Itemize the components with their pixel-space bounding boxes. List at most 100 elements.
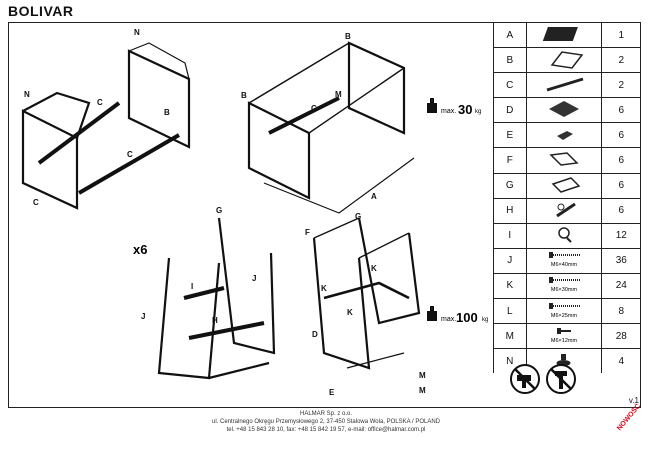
part-quantity: 28 xyxy=(601,323,641,350)
chair-label: I xyxy=(191,282,193,291)
part-quantity: 1 xyxy=(601,23,641,49)
bolt-icon: M6×30mm xyxy=(548,277,581,293)
part-quantity: 2 xyxy=(601,47,641,74)
part-image xyxy=(526,72,602,99)
max-load-chair: max. 100 kg xyxy=(441,310,488,325)
part-image: M6×25mm xyxy=(526,298,602,325)
part-quantity: 6 xyxy=(601,97,641,124)
part-image xyxy=(526,173,602,199)
part-label: F xyxy=(494,147,527,174)
table-label: C xyxy=(311,104,317,113)
part-image xyxy=(526,223,602,249)
part-quantity: 6 xyxy=(601,173,641,199)
chair-exploded-view xyxy=(157,217,276,380)
part-row: K M6×30mm 24 xyxy=(494,273,641,300)
part-label: C xyxy=(494,72,527,99)
table-label: B xyxy=(164,108,170,117)
part-spec: M6×12mm xyxy=(550,338,577,344)
side-frame-icon xyxy=(550,50,583,69)
part-label: M xyxy=(494,323,527,350)
chair-assembled-view xyxy=(312,217,421,370)
part-label: I xyxy=(494,223,527,249)
part-spec: M6×25mm xyxy=(550,313,577,319)
weight-icon xyxy=(427,98,437,113)
part-spec: M6×30mm xyxy=(550,287,577,293)
part-row: I 12 xyxy=(494,223,641,249)
chair-label: G xyxy=(355,212,361,221)
svg-text:max.: max. xyxy=(441,316,456,323)
chair-label: M xyxy=(419,371,426,380)
part-label: A xyxy=(494,23,527,49)
part-label: J xyxy=(494,248,527,274)
table-label: M xyxy=(335,90,342,99)
multiplier-label: x6 xyxy=(133,242,147,257)
chair-label: H xyxy=(212,316,218,325)
part-label: B xyxy=(494,47,527,74)
assembly-drawing: N N C B C C B B C M A G G F K K J J I H … xyxy=(21,28,488,397)
part-quantity: 8 xyxy=(601,298,641,325)
part-label: L xyxy=(494,298,527,325)
table-label: C xyxy=(33,198,39,207)
chair-label: K xyxy=(347,308,353,317)
chair-label: M xyxy=(419,386,426,395)
svg-text:100: 100 xyxy=(456,310,478,325)
chair-label: D xyxy=(312,330,318,339)
chair-label: F xyxy=(305,228,310,237)
table-exploded-view xyxy=(21,42,191,210)
part-label: G xyxy=(494,173,527,199)
part-row: L M6×25mm 8 xyxy=(494,298,641,325)
part-quantity: 6 xyxy=(601,198,641,224)
svg-text:max.: max. xyxy=(441,108,456,115)
warning-icons xyxy=(510,364,576,394)
table-label: N xyxy=(134,28,140,37)
chair-label: K xyxy=(371,264,377,273)
screw-icon: M6×12mm xyxy=(550,327,577,344)
max-load-table: max. 30 kg xyxy=(441,102,481,117)
rail-bar-icon xyxy=(546,77,583,92)
part-image xyxy=(526,147,602,174)
part-quantity: 6 xyxy=(601,122,641,149)
table-label: B xyxy=(241,91,247,100)
part-label: K xyxy=(494,273,527,300)
part-image xyxy=(526,23,602,49)
part-quantity: 24 xyxy=(601,273,641,300)
part-label: E xyxy=(494,122,527,149)
part-image xyxy=(526,47,602,74)
spacer-icon xyxy=(557,227,572,244)
table-label: A xyxy=(371,192,377,201)
back-frame-icon xyxy=(551,177,580,193)
company-contact: tel. +48 15 843 28 10, fax: +48 15 842 1… xyxy=(226,427,426,433)
table-label: C xyxy=(97,98,103,107)
chair-label: K xyxy=(321,284,327,293)
table-assembled-view xyxy=(247,41,415,214)
bracket-icon xyxy=(556,130,573,140)
part-label: D xyxy=(494,97,527,124)
version-label: v.1 xyxy=(628,396,639,405)
part-quantity: 12 xyxy=(601,223,641,249)
chair-label: G xyxy=(216,206,222,215)
svg-text:30: 30 xyxy=(458,102,472,117)
chair-label: J xyxy=(141,312,145,321)
tabletop-icon xyxy=(542,26,578,41)
part-image xyxy=(526,97,602,124)
no-hammer-icon xyxy=(546,364,576,394)
chair-label: J xyxy=(252,274,256,283)
page-title: BOLIVAR xyxy=(8,3,74,19)
svg-text:kg: kg xyxy=(475,109,481,115)
part-image xyxy=(526,198,602,224)
table-label: C xyxy=(127,150,133,159)
seat-panel-icon xyxy=(548,100,579,117)
part-spec: M6×40mm xyxy=(550,262,577,268)
part-quantity: 2 xyxy=(601,72,641,99)
bolt-icon: M6×25mm xyxy=(548,302,581,319)
chair-label: E xyxy=(329,388,335,397)
